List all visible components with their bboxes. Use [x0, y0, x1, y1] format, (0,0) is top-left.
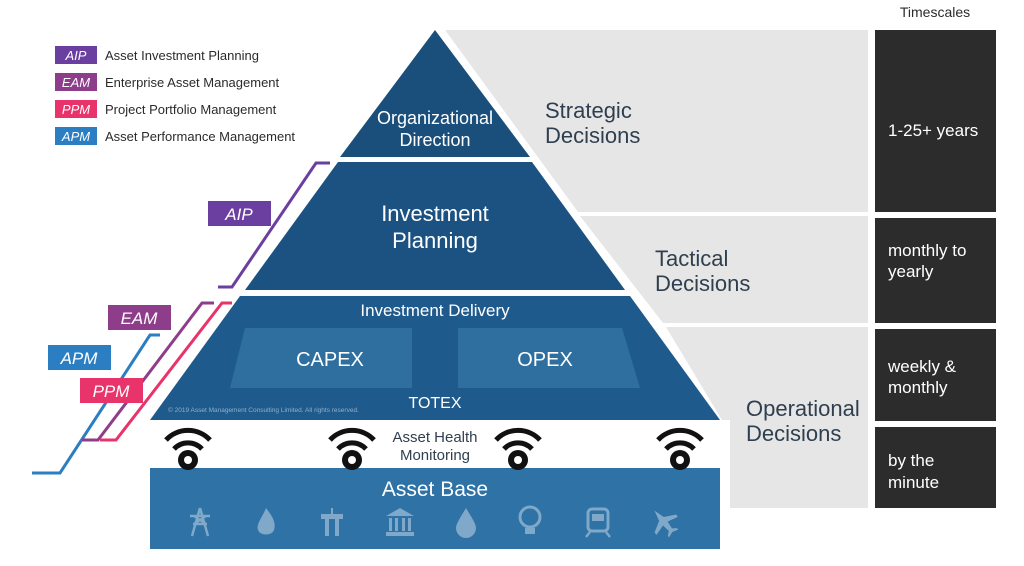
legend-label-apm: Asset Performance Management: [105, 128, 296, 144]
train-icon: [585, 507, 611, 538]
aip-bracket-tag: AIP: [208, 201, 271, 226]
capex-panel: [230, 328, 412, 388]
wifi-sensor-icon: [656, 427, 704, 470]
totex-label: TOTEX: [408, 395, 461, 412]
tactical-label-line2: Decisions: [655, 271, 750, 296]
strategic-label-line2: Decisions: [545, 123, 640, 148]
capex-label: CAPEX: [296, 349, 364, 371]
apm-bracket: [32, 333, 160, 475]
legend-tag-apm: APM: [55, 127, 97, 145]
eam-bracket-tag: EAM: [108, 305, 171, 330]
pyramid-top-tier: [340, 30, 530, 157]
ppm-bracket-label: PPM: [93, 382, 131, 401]
legend-tag-eam: EAM: [55, 73, 97, 91]
timescale-text-3a: weekly &: [887, 357, 957, 376]
pyramid-delivery-tier: [150, 296, 720, 420]
wifi-sensor-icon: [164, 427, 212, 470]
timescale-text-4b: minute: [888, 473, 939, 492]
middle-tier-label-2: Planning: [392, 228, 478, 253]
pylon-icon: [190, 507, 210, 537]
tactical-band: [580, 216, 868, 323]
timescales-header: Timescales: [900, 4, 970, 20]
tactical-label-line1: Tactical: [655, 246, 728, 271]
apm-bracket-label: APM: [60, 349, 99, 368]
operational-band: [666, 327, 868, 508]
top-tier-label-1: Organizational: [377, 108, 493, 128]
timescale-box-3: [875, 329, 996, 421]
copyright-text: © 2019 Asset Management Consulting Limit…: [168, 406, 359, 414]
timescale-text-1: 1-25+ years: [888, 121, 978, 140]
bank-icon: [386, 508, 414, 536]
legend-tag-ppm: PPM: [55, 100, 97, 118]
operational-label-line2: Decisions: [746, 421, 841, 446]
timescale-text-2a: monthly to: [888, 241, 966, 260]
operational-label-line1: Operational: [746, 396, 860, 421]
legend-label-ppm: Project Portfolio Management: [105, 101, 277, 117]
aip-bracket-label: AIP: [224, 205, 253, 224]
legend-tag-aip: AIP: [55, 46, 97, 64]
wifi-sensor-icon: [494, 427, 542, 470]
timescale-text-3b: monthly: [888, 378, 948, 397]
timescale-box-1: [875, 30, 996, 212]
airplane-icon: [654, 510, 679, 538]
apm-bracket-tag: APM: [48, 345, 111, 370]
legend-label-aip: Asset Investment Planning: [105, 47, 259, 63]
opex-panel: [458, 328, 640, 388]
eam-bracket-label: EAM: [121, 309, 159, 328]
flame-icon: [257, 508, 275, 535]
top-tier-label-2: Direction: [399, 130, 470, 150]
ppm-bracket-tag: PPM: [80, 378, 143, 403]
legend-label-eam: Enterprise Asset Management: [105, 74, 280, 90]
strategic-band: [445, 30, 868, 212]
asset-base-label: Asset Base: [382, 478, 488, 501]
middle-tier-label-1: Investment: [381, 201, 489, 226]
ppm-bracket: [100, 301, 232, 442]
lightbulb-icon: [518, 505, 542, 534]
highway-icon: [321, 508, 343, 536]
eam-bracket: [82, 301, 214, 442]
timescale-box-2: [875, 218, 996, 323]
timescale-box-4: [875, 427, 996, 508]
legend-item-apm: APM Asset Performance Management: [55, 126, 295, 146]
timescale-text-4a: by the: [888, 451, 934, 470]
legend-item-eam: EAM Enterprise Asset Management: [55, 72, 279, 92]
opex-label: OPEX: [517, 349, 573, 371]
pyramid-middle-tier: [245, 162, 625, 290]
asset-base-bar: [150, 468, 720, 549]
timescale-text-2b: yearly: [888, 262, 934, 281]
water-drop-icon: [456, 508, 476, 538]
aip-bracket: [218, 161, 330, 289]
delivery-tier-title: Investment Delivery: [360, 301, 510, 320]
monitoring-label-1: Asset Health: [392, 429, 477, 446]
strategic-label-line1: Strategic: [545, 98, 632, 123]
monitoring-label-2: Monitoring: [400, 447, 470, 464]
legend-item-aip: AIP Asset Investment Planning: [55, 45, 259, 65]
wifi-sensor-icon: [328, 427, 376, 470]
legend-item-ppm: PPM Project Portfolio Management: [55, 99, 276, 119]
